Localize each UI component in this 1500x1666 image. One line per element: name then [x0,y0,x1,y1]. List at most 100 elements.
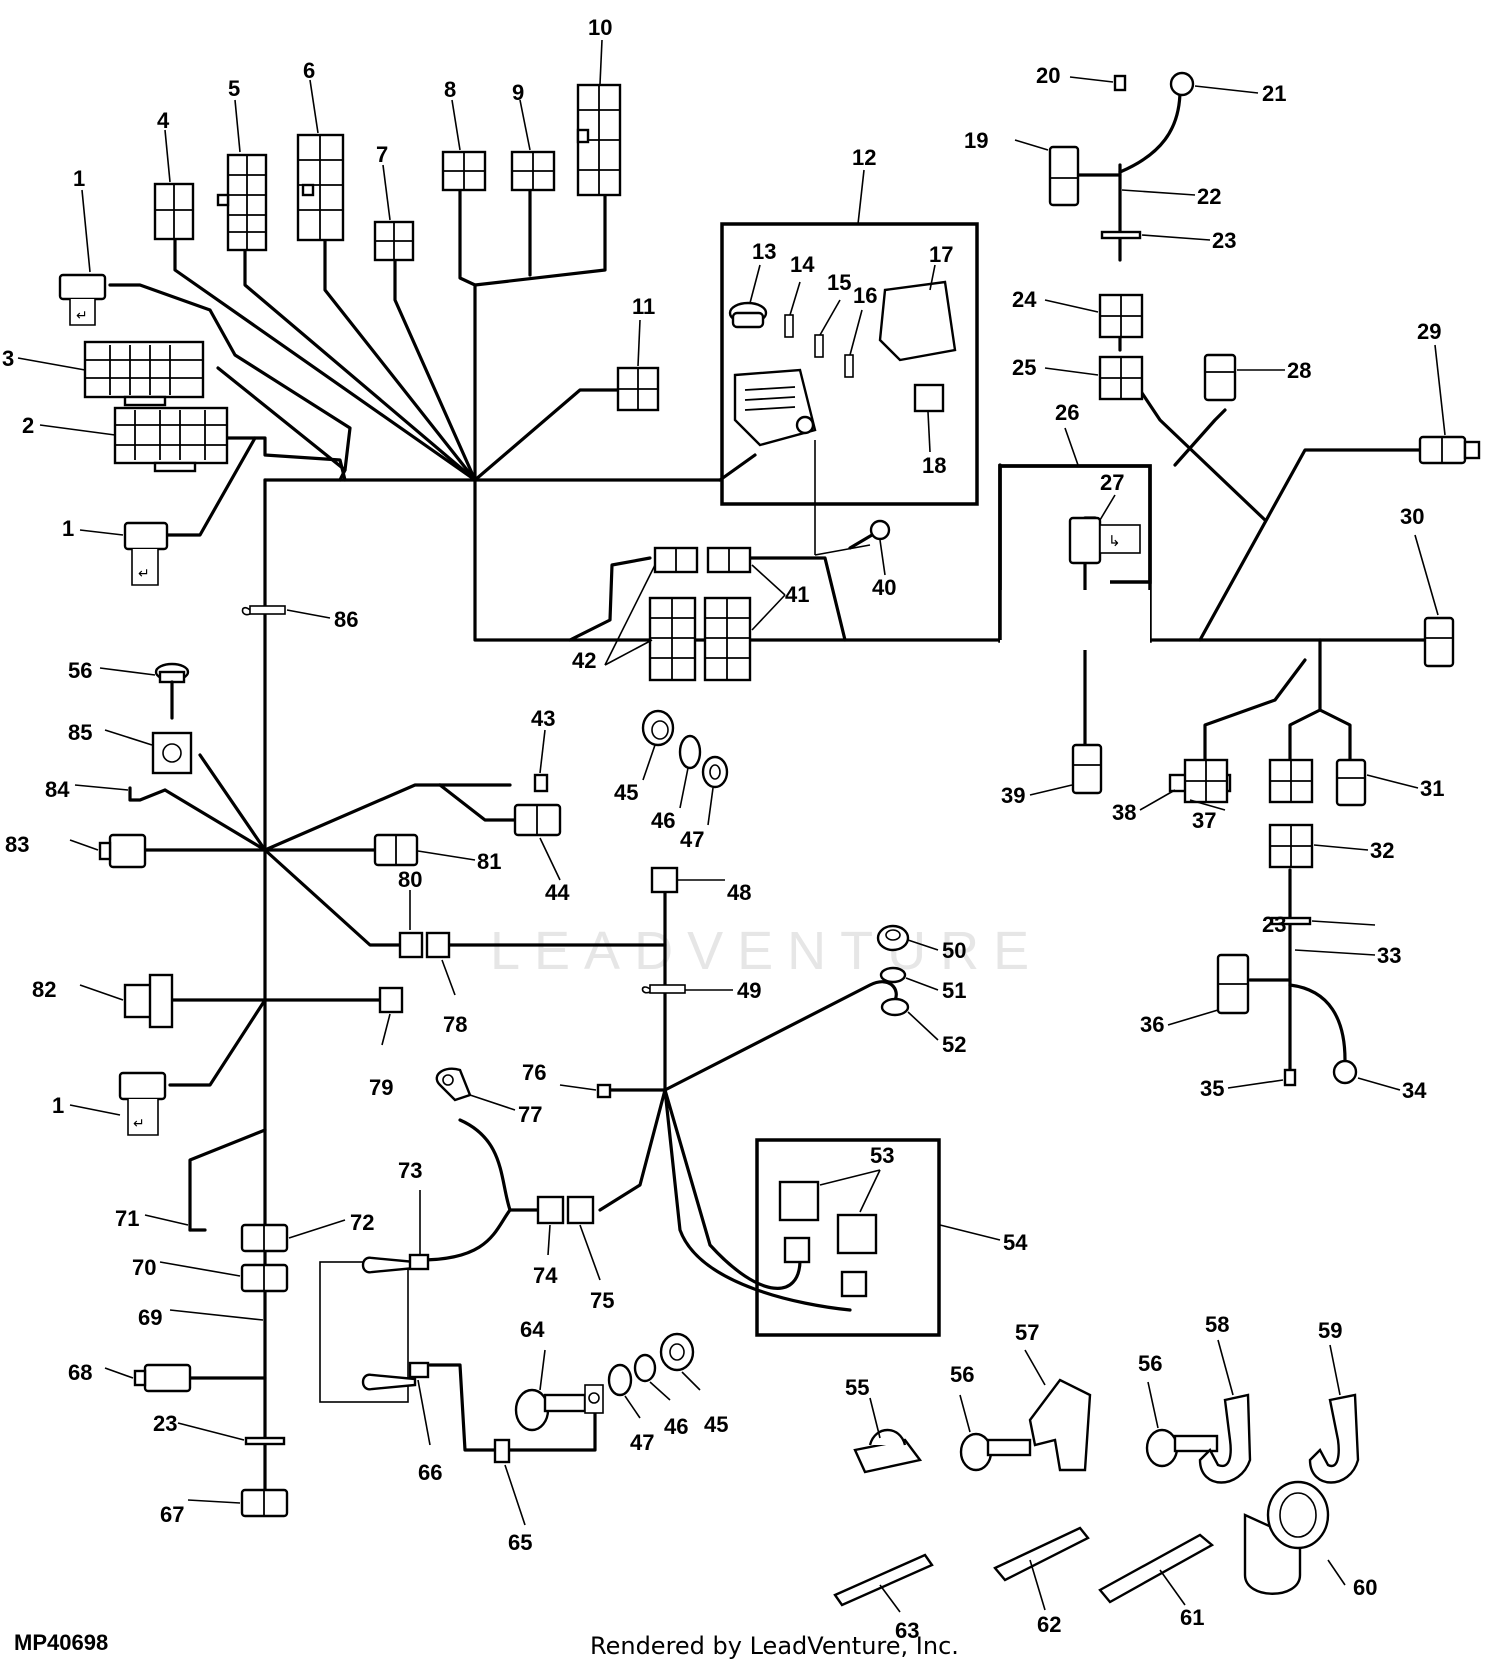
callout-label: 51 [942,978,966,1003]
connector-6 [296,133,345,242]
connector-32 [1268,823,1314,869]
callout-label: 78 [443,1012,467,1037]
leader-lines [17,39,1446,1613]
lock-washer-46-upper [678,734,702,770]
clamp-58 [1198,1393,1252,1484]
callout-label: 74 [533,1263,558,1288]
connector-4 [153,182,195,241]
callout-label: 41 [785,582,809,607]
connector-30 [1423,616,1455,668]
grommet-23-right [1270,916,1312,926]
harness-wires [108,88,1432,1502]
connector-37-32-join [1268,758,1314,804]
relay-53-a [778,1180,820,1264]
cable-tie-61 [1098,1533,1215,1604]
terminal-43 [533,773,549,793]
callout-label: 40 [872,575,896,600]
connector-5 [216,153,268,252]
connector-25 [1098,355,1144,401]
callout-label: 1 [62,516,74,541]
callout-label: 10 [588,15,612,40]
callout-label: 47 [630,1430,654,1455]
callout-label: 55 [845,1375,869,1400]
callout-label: 80 [398,867,422,892]
cable-tie-63 [833,1553,934,1607]
callout-label: 53 [870,1143,894,1168]
callout-label: 24 [1012,287,1037,312]
bracket-85 [151,731,193,775]
callout-label: 84 [45,777,70,802]
callout-label: 42 [572,648,596,673]
callout-label: 36 [1140,1012,1164,1037]
callout-label: 58 [1205,1312,1229,1337]
control-module-box [720,222,979,506]
relay-box [755,1138,941,1337]
callout-label: 79 [369,1075,393,1100]
callout-label: 57 [1015,1320,1039,1345]
callout-label: 76 [522,1060,546,1085]
connector-24 [1098,293,1144,339]
callout-label: 56 [1138,1351,1162,1376]
callout-label: 70 [132,1255,156,1280]
callout-label: 2 [22,413,34,438]
callout-label: 64 [520,1317,545,1342]
callout-label: 23 [153,1411,177,1436]
sensor-connector-1-top: ↵ [58,273,107,326]
callout-label: 19 [964,128,988,153]
callout-label: 59 [1318,1318,1342,1343]
svg-text:↵: ↵ [76,308,88,324]
callout-label: 9 [512,80,524,105]
connector-42-large [648,596,697,682]
nut-50 [876,924,910,952]
callout-label: 43 [531,706,555,731]
callout-label: 17 [929,242,953,267]
lock-washer-46-lower [633,1353,657,1383]
connector-10 [576,83,622,197]
callout-label: 23 [1212,228,1236,253]
callout-label: 56 [68,658,92,683]
callout-label: 34 [1402,1078,1427,1103]
washer-51 [879,966,907,984]
callout-label: 66 [418,1460,442,1485]
callout-label: 60 [1353,1575,1377,1600]
connector-83 [98,833,147,869]
harness-components: ↵ ↵ ↵ [58,71,1481,1607]
callout-label: 63 [895,1618,919,1643]
connector-78 [425,931,451,959]
callout-label: 52 [942,1032,966,1057]
callout-label: 27 [1100,470,1124,495]
callout-label: 18 [922,453,946,478]
callout-label: 12 [852,145,876,170]
connector-74 [536,1195,565,1225]
callout-label: 33 [1377,943,1401,968]
callout-label: 37 [1192,808,1216,833]
callout-label: 26 [1055,400,1079,425]
connector-80 [398,931,424,959]
callout-labels: 1 1 1 2 3 4 5 6 7 8 9 10 11 12 13 14 15 … [2,15,1444,1643]
connector-67 [240,1488,289,1518]
bolt-40 [848,519,891,550]
terminal-76 [596,1083,612,1099]
connector-39 [1071,743,1103,795]
connector-9 [510,150,556,192]
callout-label: 46 [664,1414,688,1439]
terminal-35 [1283,1068,1297,1087]
callout-label: 21 [1262,81,1286,106]
callout-label: 61 [1180,1605,1204,1630]
callout-label: 68 [68,1360,92,1385]
callout-label: 15 [827,270,851,295]
connector-44 [513,803,562,837]
bolt-56-a [959,1432,1032,1472]
callout-label: 30 [1400,504,1424,529]
nut-45-lower [659,1332,695,1372]
callout-label: 45 [614,780,638,805]
washer-47-lower [607,1363,633,1397]
switch-27: ↳ [1068,516,1141,565]
callout-label: 32 [1370,838,1394,863]
connector-8 [441,150,487,192]
callout-label: 85 [68,720,92,745]
callout-label: 77 [518,1102,542,1127]
callout-label: 44 [545,880,570,905]
callout-label: 31 [1420,776,1444,801]
